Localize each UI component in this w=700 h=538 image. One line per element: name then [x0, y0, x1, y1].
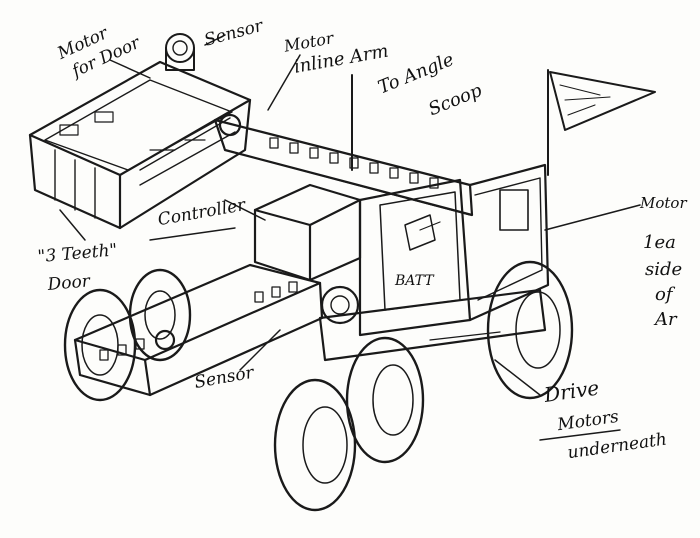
scoop-bucket [28, 60, 252, 230]
label-right-side-4: Ar [653, 309, 678, 330]
labels: Motor for Door Sensor Motor inline Arm T… [37, 16, 688, 464]
label-drive-motors-1: Drive [542, 375, 601, 407]
label-sensor-top: Sensor [202, 16, 266, 51]
label-right-side-3: of [655, 284, 676, 305]
flag [547, 69, 656, 176]
label-right-side-2: side [645, 259, 682, 280]
wheel-rear-right [486, 260, 574, 400]
robot-body [253, 163, 550, 337]
label-motor-right: Motor [639, 194, 687, 212]
label-motor-arm-4: Scoop [425, 80, 485, 120]
leader-lines [59, 34, 641, 396]
wheel-rear-left [273, 378, 357, 512]
wheel-middle [345, 336, 425, 464]
label-underlines [149, 227, 621, 441]
door-motor [165, 33, 195, 71]
label-teeth-door-1: "3 Teeth" [37, 240, 118, 267]
label-battery: BATT [394, 273, 435, 289]
label-teeth-door-2: Door [46, 271, 92, 295]
label-right-side-1: 1ea [643, 232, 676, 253]
label-controller: Controller [156, 195, 247, 230]
arm [213, 74, 474, 217]
label-sensor-bottom: Sensor [193, 363, 256, 393]
wheel-front-right [128, 268, 192, 362]
wheel-front-left [63, 288, 137, 402]
